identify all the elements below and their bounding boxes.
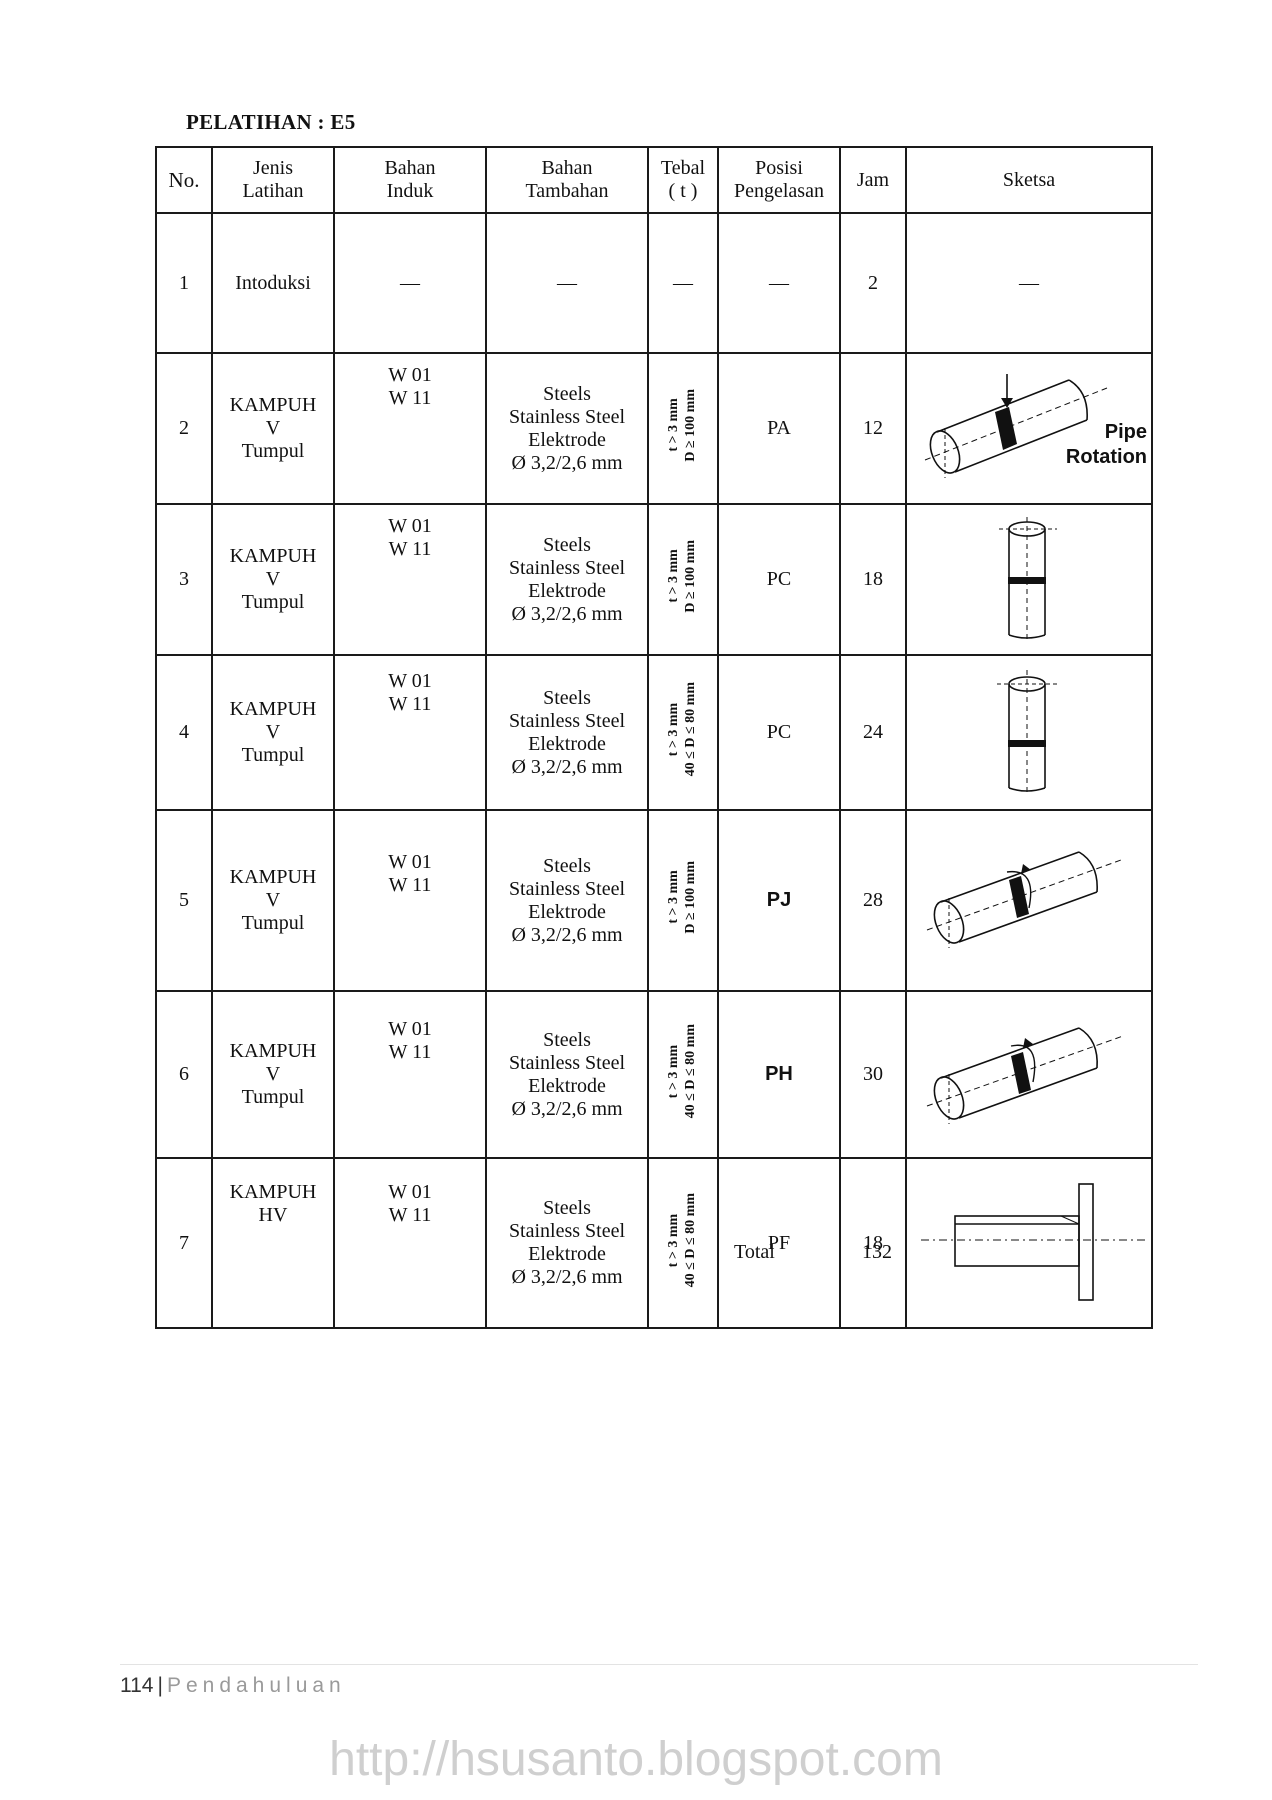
cell-no: 5 <box>155 809 213 992</box>
cell-sketsa: — <box>905 212 1153 354</box>
cell-sketsa <box>905 809 1153 992</box>
cell-no: 4 <box>155 654 213 811</box>
pipe-rotation-sketch <box>924 373 1108 478</box>
watermark-url: http://hsusanto.blogspot.com <box>329 1733 943 1786</box>
footer-separator: | <box>157 1674 163 1697</box>
cell-tebal: — <box>647 212 719 354</box>
cell-posisi: PH <box>717 990 841 1159</box>
cell-jenis: Intoduksi <box>211 212 335 354</box>
cell-jam: 12 <box>839 352 907 505</box>
cell-induk: — <box>333 212 487 354</box>
header-no: No. <box>155 146 213 214</box>
cell-sketsa <box>905 990 1153 1159</box>
cell-no: 3 <box>155 503 213 656</box>
cell-posisi: PC <box>717 503 841 656</box>
cell-sketsa <box>905 1157 1153 1329</box>
page-title: PELATIHAN : E5 <box>186 110 356 134</box>
cell-posisi: PF <box>717 1157 841 1329</box>
cell-posisi: PJ <box>717 809 841 992</box>
pipe-fixed-horizontal-sketch <box>926 1026 1124 1124</box>
cell-jam: 2 <box>839 212 907 354</box>
cell-posisi: PA <box>717 352 841 505</box>
header-tebal: Tebal( t ) <box>647 146 719 214</box>
header-sketsa: Sketsa <box>905 146 1153 214</box>
pipe-vertical-sketch <box>997 669 1059 796</box>
cell-sketsa <box>905 654 1153 811</box>
cell-jam: 30 <box>839 990 907 1159</box>
cell-tambahan: — <box>485 212 649 354</box>
cell-posisi: PC <box>717 654 841 811</box>
cell-no: 7 <box>155 1157 213 1329</box>
footer-divider <box>120 1664 1198 1665</box>
page-number: 114 <box>120 1674 154 1697</box>
cell-sketsa <box>905 503 1153 656</box>
cell-jam: 28 <box>839 809 907 992</box>
cell-no: 6 <box>155 990 213 1159</box>
pipe-fixed-horizontal-sketch <box>926 850 1122 948</box>
pipe-flange-sketch <box>921 1183 1147 1301</box>
footer-section: Pendahuluan <box>166 1674 346 1697</box>
page-footer: 114|Pendahuluan <box>120 1674 346 1698</box>
header-jam: Jam <box>839 146 907 214</box>
pipe-vertical-sketch <box>999 516 1057 643</box>
cell-posisi: — <box>717 212 841 354</box>
total-label: Total <box>734 1241 775 1263</box>
cell-no: 2 <box>155 352 213 505</box>
cell-jam: 24 <box>839 654 907 811</box>
cell-no: 1 <box>155 212 213 354</box>
total-value: 132 <box>862 1241 892 1263</box>
cell-jam: 18 <box>839 1157 907 1329</box>
cell-jam: 18 <box>839 503 907 656</box>
table-row: 1 Intoduksi — — — — 2 — <box>155 212 1153 354</box>
